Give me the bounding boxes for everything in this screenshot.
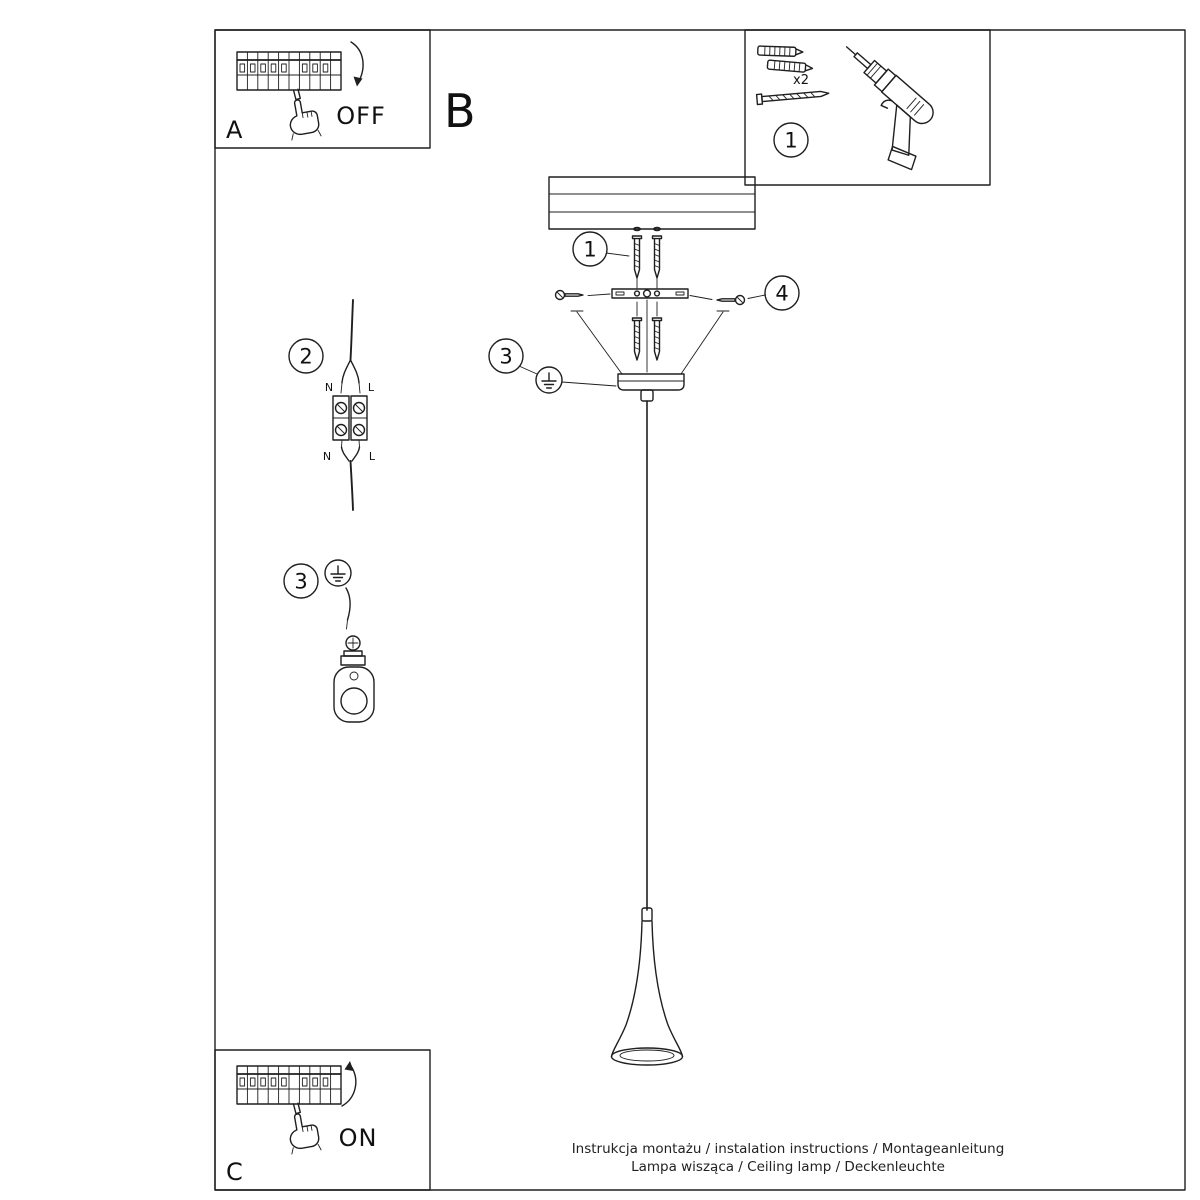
neutral-label: N <box>325 381 333 394</box>
callout-kit-number: 1 <box>784 129 797 153</box>
wiring-diagram: N L N L 2 <box>288 299 376 511</box>
pointing-hand-icon <box>284 96 322 142</box>
footer: Instrukcja montażu / instalation instruc… <box>572 1141 1005 1175</box>
wall-plug-icon <box>766 59 814 74</box>
side-screw-right-icon <box>689 294 746 306</box>
ceiling-board <box>548 176 756 232</box>
live-label: L <box>369 450 376 463</box>
flip-down-arrow-icon <box>350 41 364 83</box>
neutral-label: N <box>323 450 331 463</box>
callout-number: 3 <box>294 570 307 594</box>
callout-side-screws: 4 <box>747 275 800 311</box>
alignment-lines <box>636 299 658 373</box>
callout-kit: 1 <box>773 122 809 158</box>
mounting-screw-icon <box>651 235 663 279</box>
terminal-block <box>332 395 368 441</box>
mounting-bracket <box>611 288 689 299</box>
circuit-breaker-icon <box>236 1065 342 1115</box>
arrowhead <box>344 1061 354 1071</box>
canopy-screw-icon <box>651 317 663 361</box>
side-screw-left-icon <box>554 289 611 301</box>
ground-symbol-icon <box>324 559 352 587</box>
section-c-box <box>214 1049 431 1191</box>
lamp-shade <box>610 907 684 1066</box>
callout-screws: 1 <box>572 231 630 267</box>
arrowhead <box>353 76 363 87</box>
ground-wire <box>345 587 351 621</box>
section-b-label: B <box>444 84 476 138</box>
kit-box: x2 1 <box>744 29 991 186</box>
mounting-screw-icon <box>631 235 643 279</box>
ground-symbol-icon <box>535 366 563 394</box>
screw-icon <box>755 90 830 106</box>
callout-number: 2 <box>299 345 312 369</box>
section-c: ON C <box>214 1049 431 1191</box>
ceiling-assembly: 1 4 3 <box>488 176 800 1066</box>
alignment-lines <box>636 278 658 289</box>
section-a-label: A <box>226 116 243 144</box>
wall-plug-icon <box>756 45 804 58</box>
section-c-label: C <box>226 1158 243 1186</box>
canopy-guide-lines <box>570 310 730 375</box>
on-label: ON <box>339 1124 378 1152</box>
live-label: L <box>368 381 375 394</box>
circuit-breaker-icon <box>236 51 342 101</box>
canopy <box>617 373 685 402</box>
ground-leader-line <box>561 381 617 387</box>
ground-clamp-diagram: 3 <box>283 559 375 723</box>
ground-terminal <box>333 635 375 723</box>
off-label: OFF <box>336 102 386 130</box>
flip-up-arrow-icon <box>341 1065 357 1107</box>
callout-ground-wiring: 3 <box>283 563 319 599</box>
kit-box-border <box>744 29 991 186</box>
sheet-border <box>214 29 1186 1191</box>
pointing-hand-icon <box>284 1110 322 1156</box>
callout-number: 1 <box>583 238 596 262</box>
plug-quantity-label: x2 <box>793 73 809 88</box>
footer-line-1: Instrukcja montażu / instalation instruc… <box>572 1141 1005 1157</box>
section-a: OFF A <box>214 29 431 149</box>
callout-ground-canopy: 3 <box>488 338 538 375</box>
callout-wiring: 2 <box>288 338 324 374</box>
callout-number: 3 <box>499 345 512 369</box>
section-a-box <box>214 29 431 149</box>
footer-line-2: Lampa wisząca / Ceiling lamp / Deckenleu… <box>631 1159 945 1175</box>
ground-wire-tip <box>346 619 348 630</box>
drill-icon <box>845 46 934 171</box>
callout-number: 4 <box>775 282 788 306</box>
canopy-screw-icon <box>631 317 643 361</box>
